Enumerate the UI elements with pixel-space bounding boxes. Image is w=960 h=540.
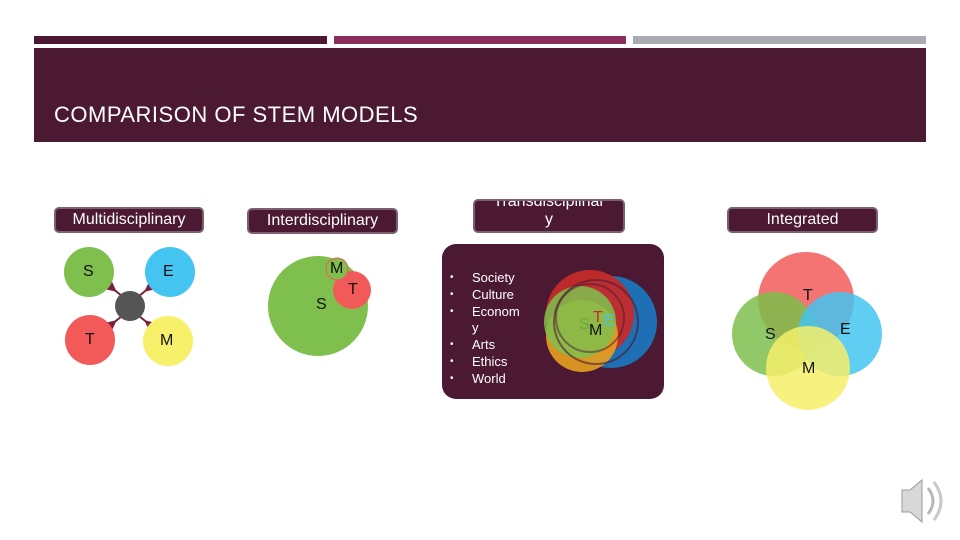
mathematics-circle [143, 316, 193, 366]
multidisciplinary-label: Multidisciplinary [54, 207, 204, 233]
multi-t-letter: T [85, 331, 95, 348]
mathematics-circle [325, 257, 349, 281]
multi-m-letter: M [160, 332, 174, 349]
trans-m-letter: M [589, 322, 603, 339]
multidisciplinary-diagram [64, 247, 195, 366]
top-bar-light [633, 36, 926, 44]
trans-s-letter: S [579, 316, 590, 333]
integ-e-letter: E [840, 321, 851, 338]
science-circle [64, 247, 114, 297]
top-bar-mid [334, 36, 626, 44]
center-node [115, 291, 145, 321]
technology-circle [333, 271, 371, 309]
integ-t-letter: T [803, 287, 813, 304]
science-circle [544, 286, 616, 358]
speaker-icon [901, 478, 943, 524]
integrated-label: Integrated [727, 207, 878, 233]
transdisciplinary-label: Transdisciplinar y [473, 199, 625, 233]
list-item: y [472, 320, 479, 336]
top-bar-dark [34, 36, 327, 44]
engineering-circle [145, 247, 195, 297]
multi-s-letter: S [83, 263, 94, 280]
list-item: Ethics [450, 354, 520, 371]
slide-title: COMPARISON OF STEM MODELS [54, 102, 419, 127]
list-item: Arts [450, 337, 520, 354]
integrated-diagram [732, 252, 882, 410]
integ-m-letter: M [802, 360, 816, 377]
multi-e-letter: E [163, 263, 174, 280]
title-header: COMPARISON OF STEM MODELS [34, 48, 926, 142]
technology-circle [65, 315, 115, 365]
trans-t-letter: T [593, 309, 603, 326]
inter-m-letter: M [330, 260, 344, 277]
interdisciplinary-label: Interdisciplinary [247, 208, 398, 234]
integ-s-letter: S [765, 326, 776, 343]
trans-e-letter: E [604, 312, 615, 329]
list-item: World [450, 371, 520, 388]
transdisciplinary-diagram [544, 270, 657, 372]
list-item: Econom [450, 304, 520, 321]
inter-s-letter: S [316, 296, 327, 313]
list-item: Culture [450, 287, 520, 304]
context-list: Society Culture Econom y Arts Ethics Wor… [450, 270, 520, 388]
inter-t-letter: T [348, 281, 358, 298]
mathematics-circle [766, 326, 850, 410]
list-item: Society [450, 270, 520, 287]
interdisciplinary-diagram [268, 256, 371, 356]
